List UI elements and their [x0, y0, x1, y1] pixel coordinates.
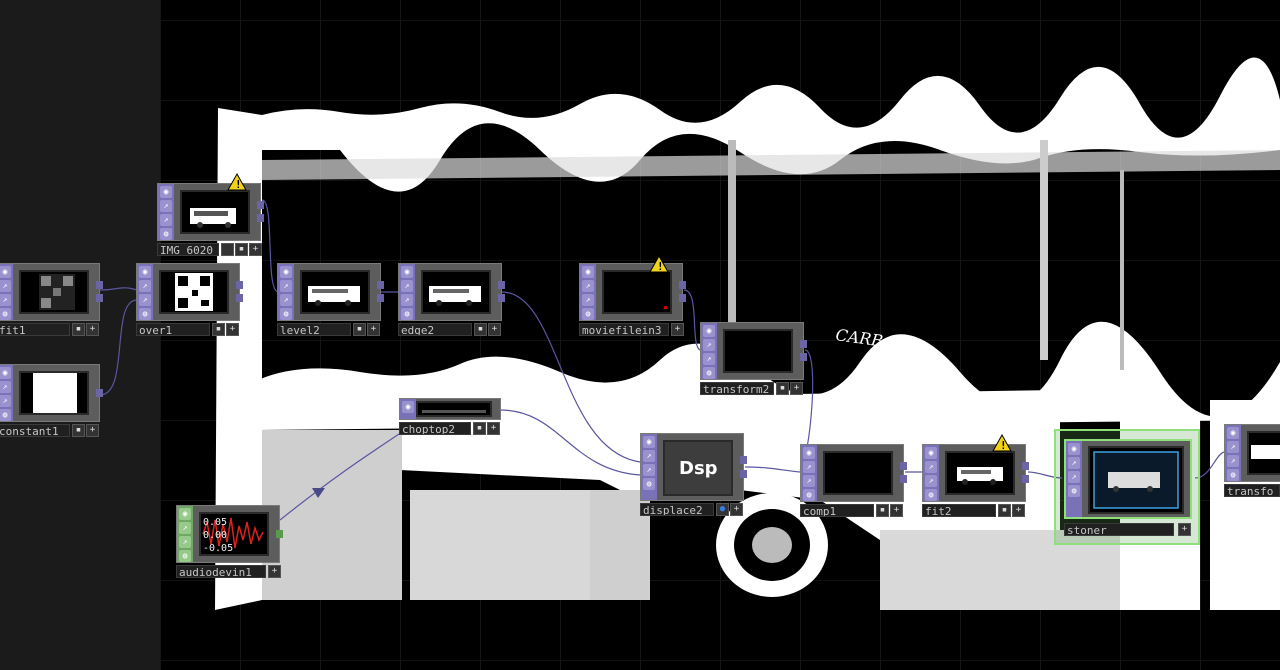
svg-text:0.00: 0.00 — [203, 530, 227, 541]
warning-icon: ! — [992, 434, 1012, 452]
node-label: transform2 — [700, 382, 774, 395]
svg-text:!: ! — [1000, 439, 1007, 452]
node-label: displace2 — [640, 503, 714, 516]
node-level2[interactable]: ◉↗↗◍ level2▪+ — [277, 263, 384, 336]
node-label: over1 — [136, 323, 210, 336]
node-label: level2 — [277, 323, 351, 336]
svg-text:0.05: 0.05 — [203, 517, 227, 528]
graffiti-text: CARB — [834, 325, 884, 350]
warning-icon: ! — [227, 173, 247, 191]
warning-icon: ! — [649, 255, 669, 273]
node-label: transfo — [1224, 484, 1280, 497]
node-constant1[interactable]: ◉↗↗◍ constant1▪+ — [0, 364, 103, 437]
grid-line — [880, 0, 881, 670]
node-label: stoner — [1064, 523, 1174, 536]
node-label: audiodevin1 — [176, 565, 266, 578]
node-choptop2[interactable]: ◉ choptop2▪+ — [399, 398, 501, 436]
node-img6020[interactable]: ◉↗↗◍ IMG_6020▪+ ! — [157, 173, 264, 256]
node-label: comp1 — [800, 504, 874, 517]
node-displace2[interactable]: ◉↗↗◍ Dsp displace2●+ — [640, 433, 747, 518]
node-moviefilein3[interactable]: ◉↗↗◍ moviefilein3+ ! — [579, 255, 686, 336]
node-label: edge2 — [398, 323, 472, 336]
node-label: moviefilein3 — [579, 323, 669, 336]
grid-line — [1200, 0, 1201, 670]
node-label: IMG_6020 — [157, 243, 219, 256]
grid-line — [560, 0, 561, 670]
svg-text:!: ! — [657, 260, 664, 273]
node-over1[interactable]: ◉↗↗◍ over1▪+ — [136, 263, 243, 336]
grid-line — [960, 0, 961, 670]
node-label: fit2 — [922, 504, 996, 517]
grid-line — [160, 580, 1280, 581]
node-label: constant1 — [0, 424, 70, 437]
node-label: fit1 — [0, 323, 70, 336]
grid-line — [160, 660, 1280, 661]
node-fit1[interactable]: ◉↗↗◍ fit1▪+ — [0, 263, 103, 336]
svg-text:-0.05: -0.05 — [203, 543, 233, 554]
node-fit2[interactable]: ◉↗↗◍ fit2▪+ ! — [922, 434, 1029, 517]
grid-line — [160, 100, 1280, 101]
svg-text:!: ! — [235, 178, 242, 191]
node-transform-partial[interactable]: ◉↗↗◍ transfo — [1224, 424, 1280, 497]
node-transform2[interactable]: ◉↗↗◍ transform2▪+ — [700, 322, 807, 395]
node-comp1[interactable]: ◉↗↗◍ comp1▪+ — [800, 444, 907, 517]
grid-line — [160, 260, 1280, 261]
node-stoner[interactable]: ◉↗↗◍ stoner+ — [1054, 429, 1200, 545]
node-label: choptop2 — [399, 422, 471, 435]
node-edge2[interactable]: ◉↗↗◍ edge2▪+ — [398, 263, 505, 336]
displace-thumb-text: Dsp — [679, 458, 718, 479]
grid-line — [160, 20, 1280, 21]
grid-line — [160, 180, 1280, 181]
